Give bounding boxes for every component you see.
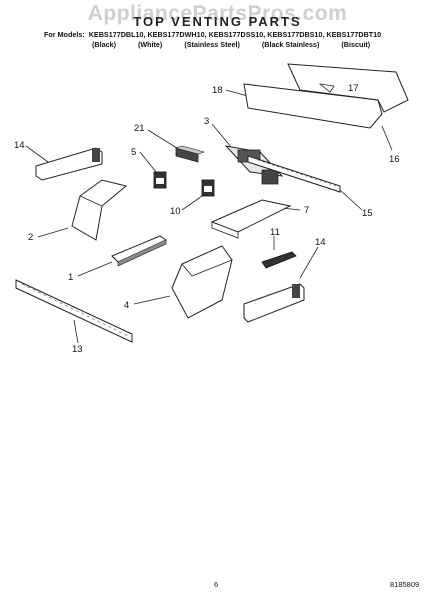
part-5-switch: [153, 171, 167, 189]
page-number: 6: [214, 580, 219, 589]
callout: 11: [270, 227, 280, 238]
part-4-mounting-bracket: [171, 245, 233, 319]
part-14-upper-bracket: [35, 147, 103, 181]
callout: 1: [68, 272, 73, 283]
part-7-plate: [210, 199, 292, 239]
finish-white: (White): [137, 40, 163, 49]
part-21-block: [174, 145, 206, 163]
part-13-trim: [15, 279, 133, 343]
model-list: For Models: KEBS177DBL10, KEBS177DWH10, …: [44, 30, 381, 39]
part-15-rail: [247, 155, 341, 193]
callout: 21: [134, 123, 145, 134]
document-number: 8185809: [390, 580, 420, 589]
callout-numbers: 18 17 21 3 14 5 16 2 10 7 15 11 14 1 4 1…: [14, 83, 400, 355]
callout: 14: [315, 237, 326, 248]
callout: 4: [124, 300, 129, 311]
callout: 2: [28, 232, 33, 243]
callout: 14: [14, 140, 25, 151]
finish-black-stainless: (Black Stainless): [261, 40, 320, 49]
callout: 10: [170, 206, 181, 217]
callout: 16: [389, 154, 400, 165]
callout: 13: [72, 344, 83, 355]
part-14-lower-bracket: [243, 283, 305, 323]
part-11-connector: [261, 251, 297, 269]
callout: 3: [204, 116, 209, 127]
page-title: TOP VENTING PARTS: [133, 14, 302, 29]
models-label: For Models:: [44, 30, 85, 39]
part-10-switch: [201, 179, 215, 197]
finish-stainless: (Stainless Steel): [184, 40, 240, 49]
part-2-duct: [71, 179, 128, 241]
finish-list: (Black) (White) (Stainless Steel) (Black…: [92, 40, 390, 49]
finish-black: (Black): [92, 40, 116, 49]
callout: 7: [304, 205, 309, 216]
callout: 17: [348, 83, 359, 94]
finish-biscuit: (Biscuit): [341, 40, 371, 49]
models-text: KEBS177DBL10, KEBS177DWH10, KEBS177DSS10…: [88, 30, 382, 39]
part-18-shield: [243, 63, 409, 129]
callout: 18: [212, 85, 223, 96]
callout: 15: [362, 208, 373, 219]
part-1-bar: [111, 235, 168, 267]
callout: 5: [131, 147, 136, 158]
leader-lines: [25, 87, 393, 344]
watermark: AppliancePartsPros.com: [87, 2, 348, 25]
